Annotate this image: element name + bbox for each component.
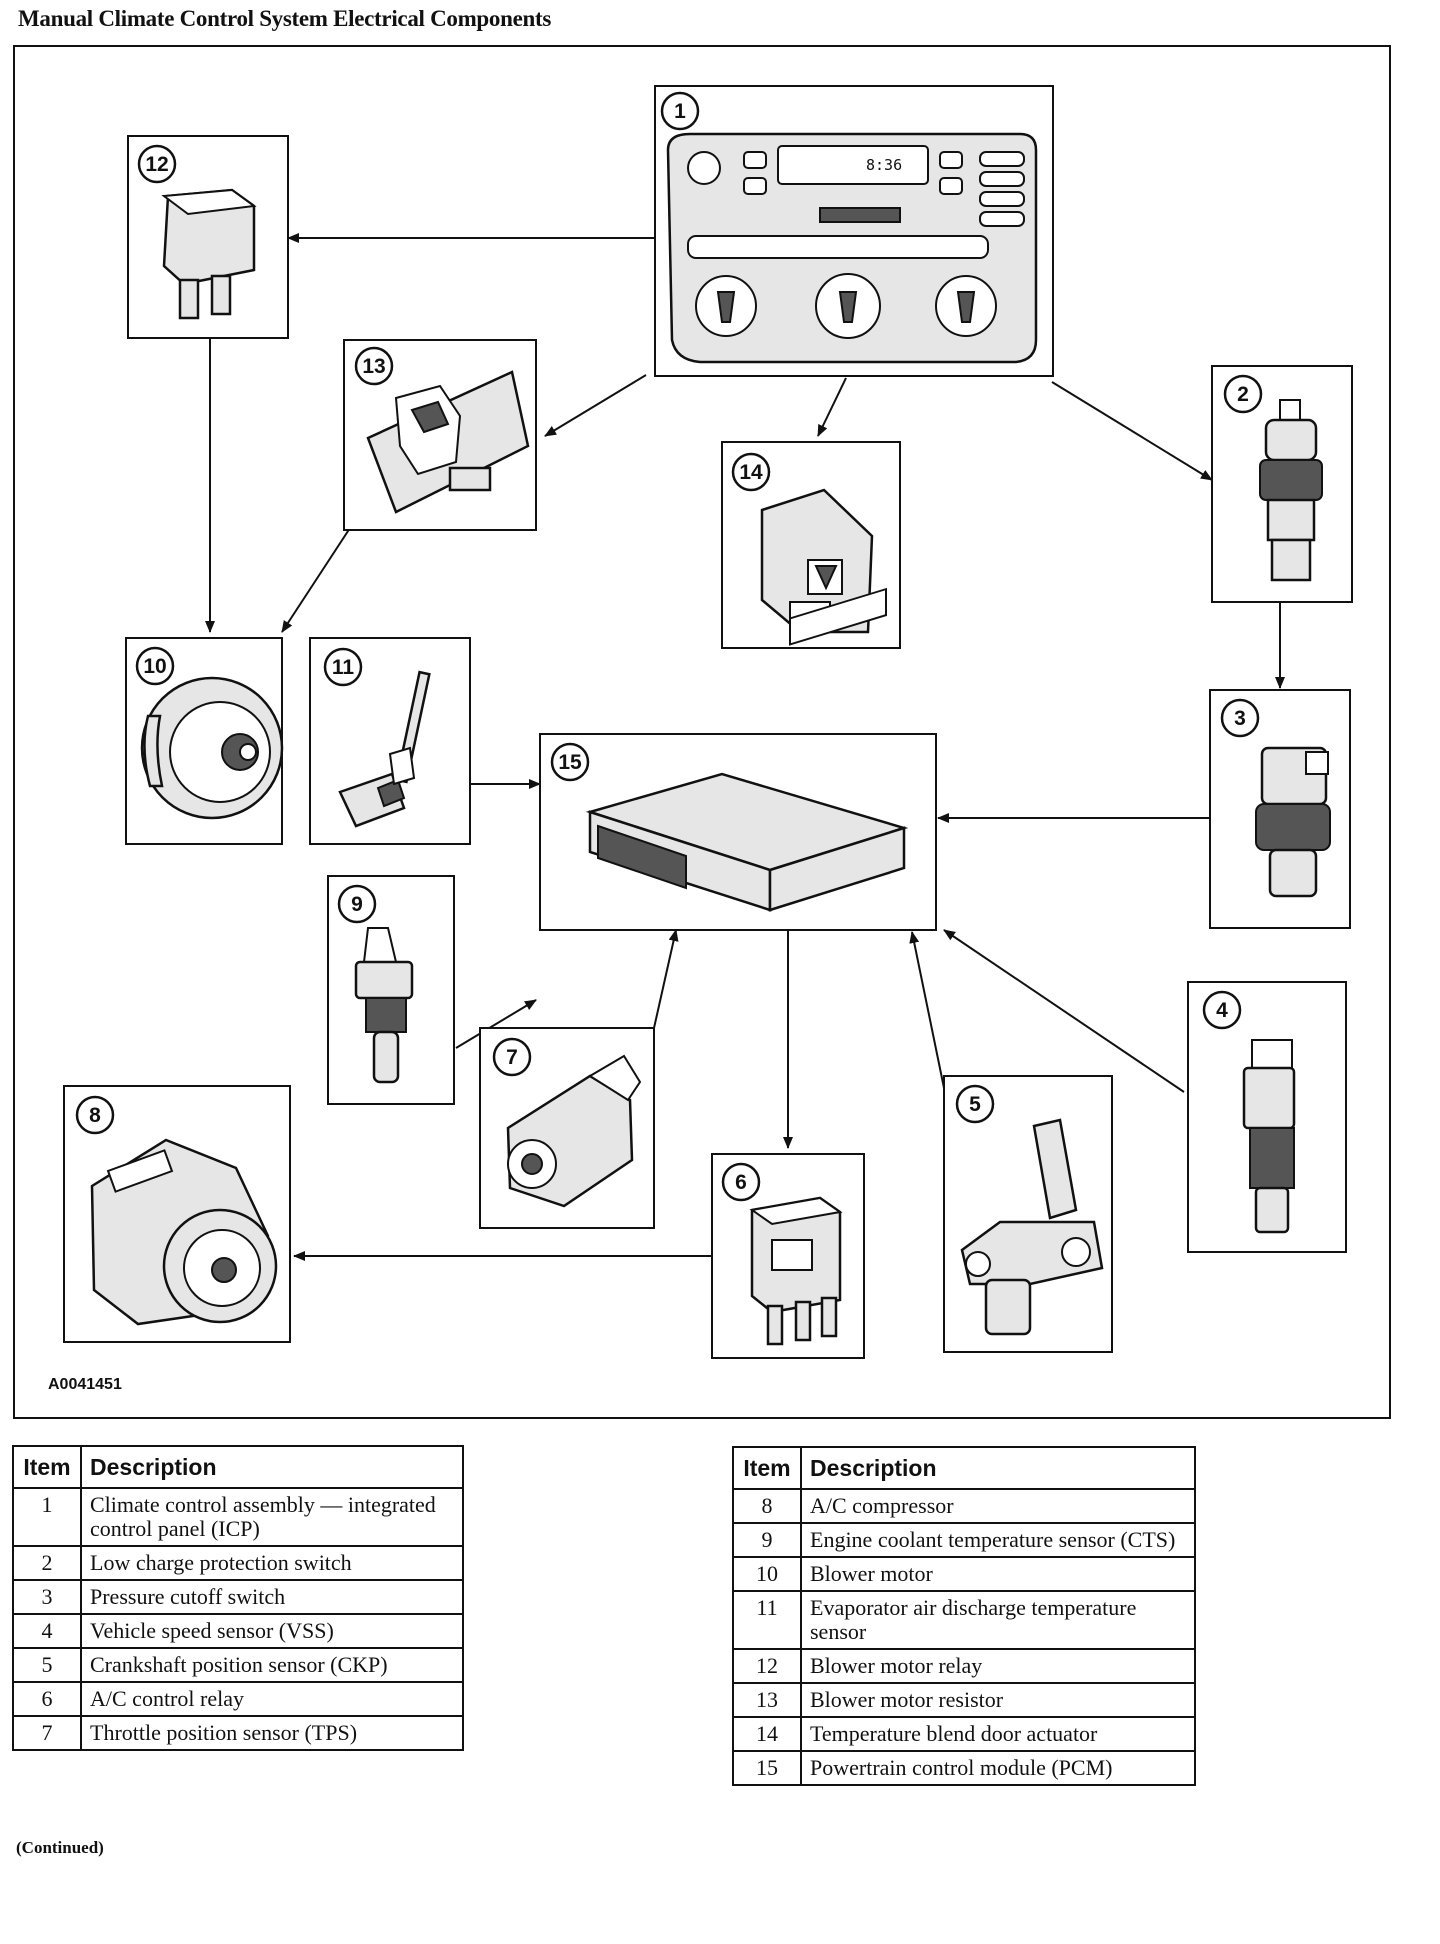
- svg-text:4: 4: [1216, 999, 1228, 1022]
- svg-text:7: 7: [506, 1046, 518, 1069]
- svg-text:2: 2: [1237, 383, 1249, 406]
- figure-code: A0041451: [48, 1376, 122, 1393]
- blower-motor-icon: [140, 676, 284, 820]
- continued-note: (Continued): [16, 1838, 104, 1857]
- svg-text:5: 5: [969, 1093, 981, 1116]
- temperature-sensor-icon: [354, 927, 414, 1084]
- pressure-switch-icon: [1255, 746, 1331, 898]
- svg-text:9: 9: [351, 893, 363, 916]
- svg-text:12: 12: [145, 153, 168, 176]
- svg-text:15: 15: [558, 751, 582, 774]
- relay-icon: [161, 188, 257, 320]
- crankshaft-sensor-icon: [960, 1118, 1104, 1336]
- evaporator-sensor-icon: [338, 670, 431, 828]
- component-8: 8: [63, 1085, 291, 1343]
- component-7: 7: [479, 1027, 655, 1229]
- component-2: 2: [1211, 365, 1353, 603]
- component-3: 3: [1209, 689, 1351, 929]
- speed-sensor-icon: [1242, 1039, 1296, 1234]
- svg-text:6: 6: [735, 1171, 747, 1194]
- column-header-item: Item: [732, 1446, 802, 1490]
- climate-control-panel-icon: 8:36: [666, 132, 1038, 364]
- connection-arrows: [205, 233, 1285, 1261]
- svg-text:8:36: 8:36: [866, 156, 902, 174]
- svg-text:8: 8: [89, 1104, 101, 1127]
- relay-icon: [749, 1196, 843, 1346]
- component-diagram: 8:36 1 12: [13, 45, 1391, 1419]
- svg-text:13: 13: [362, 355, 385, 378]
- column-header-description: Description: [80, 1445, 464, 1489]
- svg-text:14: 14: [739, 461, 763, 484]
- resistor-icon: [366, 370, 530, 514]
- diagram-frame: [13, 45, 1391, 1419]
- throttle-sensor-icon: [506, 1054, 642, 1208]
- component-9: 9: [327, 875, 455, 1105]
- svg-text:11: 11: [332, 656, 355, 679]
- column-header-description: Description: [800, 1446, 1196, 1490]
- component-5: 5: [943, 1075, 1113, 1353]
- control-module-icon: [585, 587, 909, 912]
- compressor-icon: [90, 1138, 278, 1326]
- component-13: 13: [343, 339, 537, 531]
- svg-text:3: 3: [1234, 707, 1246, 730]
- pressure-switch-icon: [1259, 399, 1323, 582]
- column-header-item: Item: [12, 1445, 82, 1489]
- svg-text:10: 10: [143, 655, 166, 678]
- component-15: 15: [539, 587, 937, 931]
- component-6: 6: [711, 1153, 865, 1359]
- page-title: Manual Climate Control System Electrical…: [18, 6, 552, 31]
- svg-text:1: 1: [674, 100, 686, 123]
- component-4: 4: [1187, 981, 1347, 1253]
- component-11: 11: [309, 637, 471, 845]
- component-1: 8:36 1: [654, 85, 1054, 377]
- component-12: 12: [127, 135, 289, 339]
- component-10: 10: [125, 637, 284, 845]
